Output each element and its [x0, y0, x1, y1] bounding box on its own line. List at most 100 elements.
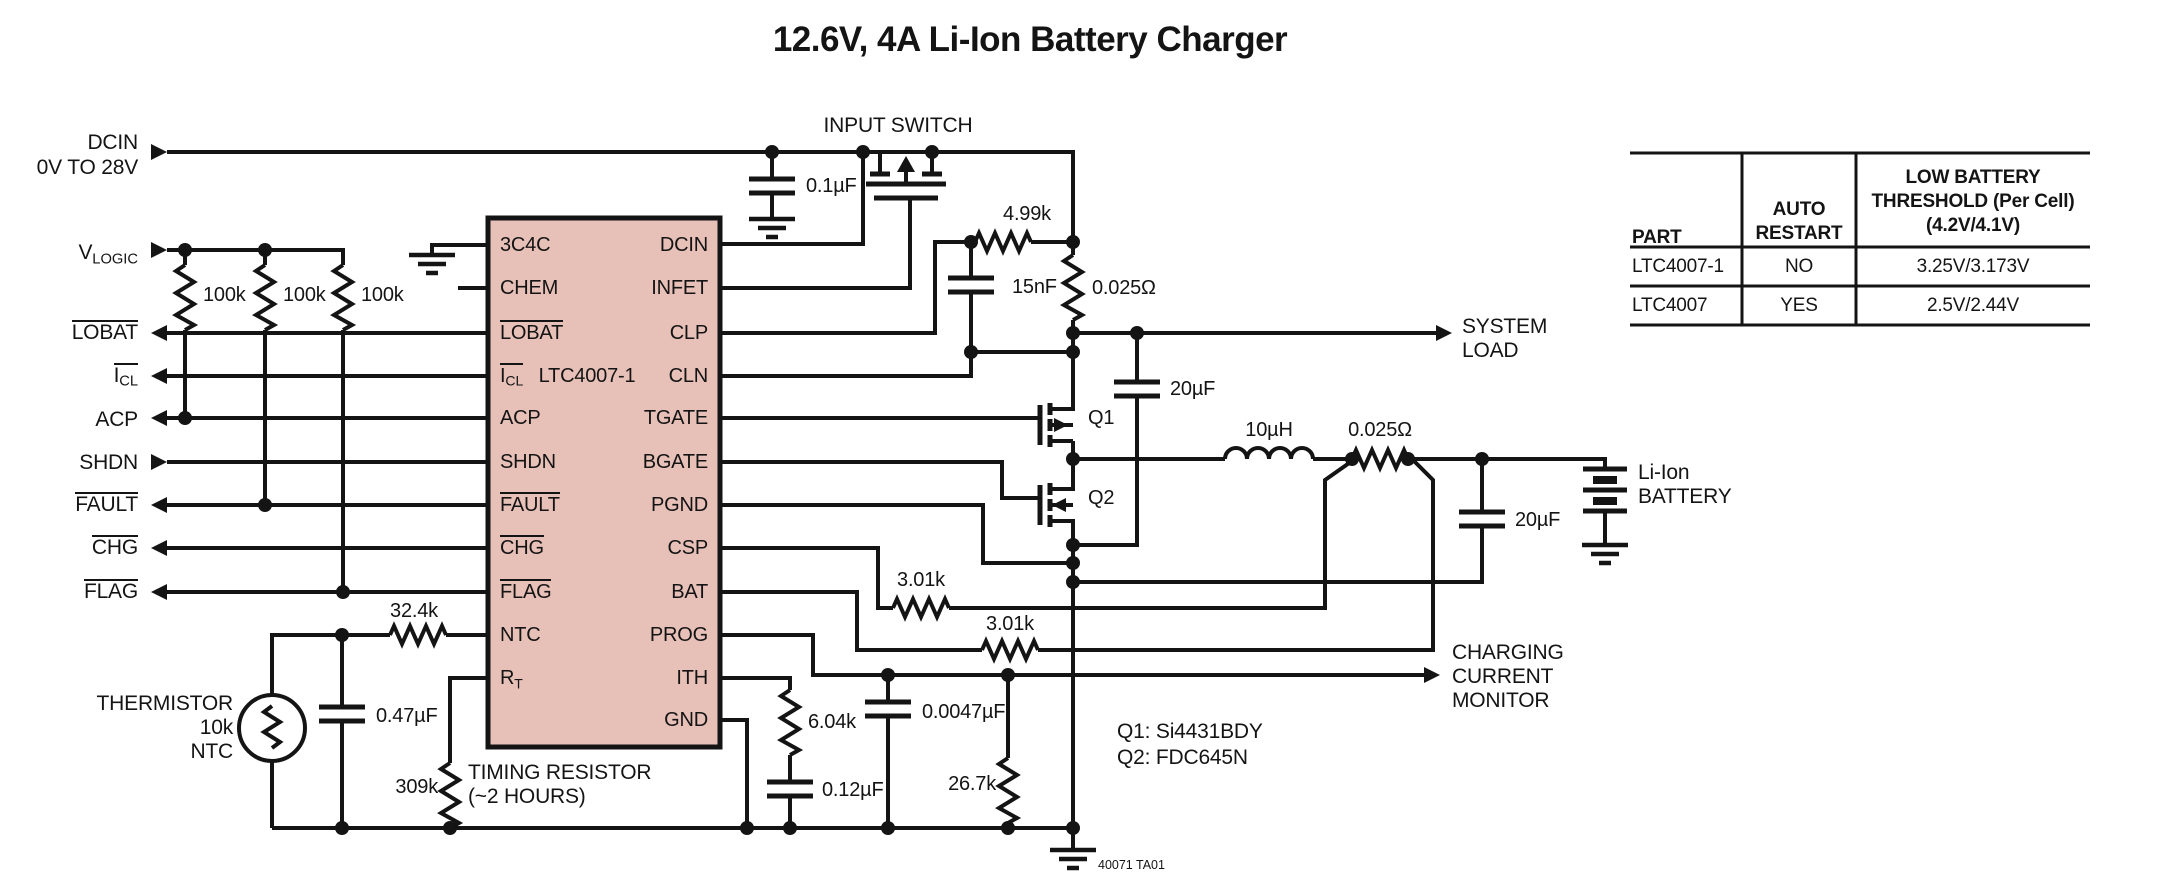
- ic-part-number: LTC4007-1: [538, 365, 636, 387]
- pin-csp: CSP: [667, 537, 708, 559]
- q1-mosfet: [720, 320, 1075, 447]
- pin-infet: INFET: [651, 277, 708, 299]
- pin-3c4c: 3C4C: [500, 234, 551, 256]
- battery-label-line1: Li-Ion: [1638, 461, 1690, 484]
- pin-icl: ICL: [500, 363, 524, 391]
- table-header-threshold-line2: THRESHOLD (Per Cell): [1871, 191, 2075, 212]
- pin-acp: ACP: [500, 407, 541, 429]
- q1-part-note: Q1: Si4431BDY: [1117, 720, 1263, 743]
- resistor-100k-1: [174, 263, 196, 332]
- capacitor-0p47uF-value: 0.47µF: [376, 705, 438, 727]
- charging-monitor-line2: CURRENT: [1452, 665, 1554, 688]
- pin-icl-base: I: [500, 365, 506, 387]
- battery-label-line2: BATTERY: [1638, 485, 1732, 508]
- terminal-icl: ICL: [0, 363, 138, 392]
- pin-clp: CLP: [669, 322, 709, 344]
- resistor-309k-value: 309k: [395, 776, 438, 798]
- dc-input-rail: [167, 150, 1075, 255]
- resistor-sense-output: [1350, 448, 1410, 470]
- pin-icl-sub: CL: [505, 372, 524, 389]
- capacitor-20uF-output: [1459, 512, 1505, 526]
- pin-ntc: NTC: [500, 624, 541, 646]
- ground-icon: [1050, 850, 1096, 868]
- resistor-4p99k: [973, 231, 1033, 253]
- ic-body: [485, 215, 723, 750]
- pin-cln: CLN: [668, 365, 709, 387]
- inductor-10uH: [1223, 446, 1315, 460]
- terminal-chg: CHG: [0, 535, 138, 560]
- q1-designator: Q1: [1088, 407, 1115, 429]
- icl-base: I: [113, 364, 120, 387]
- resistor-sense-input: [1062, 253, 1084, 322]
- capacitor-15nF-value: 15nF: [1012, 276, 1057, 298]
- charging-monitor-line1: CHARGING: [1452, 641, 1564, 664]
- ground-icon: [749, 219, 795, 237]
- arrow-right-icon: [151, 144, 167, 160]
- resistor-100k-2-value: 100k: [283, 284, 326, 306]
- terminal-acp: ACP: [95, 408, 138, 431]
- pin-ith: ITH: [676, 667, 708, 689]
- input-switch-mosfet: [720, 152, 946, 290]
- resistor-100k-2: [254, 263, 276, 332]
- pin-flag: FLAG: [500, 579, 552, 604]
- pin-rt-sub: T: [514, 675, 523, 692]
- capacitor-0p0047uF-value: 0.0047µF: [922, 701, 1006, 723]
- resistor-100k-3: [332, 263, 354, 332]
- pgnd-wire: [720, 503, 1073, 565]
- table-row2-threshold: 2.5V/2.44V: [1926, 295, 2020, 316]
- lobat-text: LOBAT: [71, 320, 138, 344]
- input-switch-label: INPUT SWITCH: [823, 114, 973, 137]
- ntc-network: [237, 624, 488, 828]
- inductor-10uH-value: 10µH: [1245, 419, 1293, 441]
- capacitor-20uF-system: [1114, 382, 1160, 396]
- system-load-line1: SYSTEM: [1462, 315, 1548, 338]
- resistor-32p4k: [388, 624, 448, 646]
- chem-3c4c-wires: [409, 243, 488, 290]
- resistor-100k-3-value: 100k: [361, 284, 404, 306]
- ith-network: [720, 676, 813, 828]
- table-header-auto-line2: RESTART: [1755, 223, 1843, 244]
- pin-flag-text: FLAG: [500, 579, 552, 603]
- resistor-32p4k-value: 32.4k: [390, 600, 438, 622]
- arrow-left-icon: [151, 540, 167, 556]
- resistor-3p01k-bat-value: 3.01k: [986, 613, 1034, 635]
- pin-fault-text: FAULT: [500, 492, 560, 516]
- pin-bgate: BGATE: [642, 451, 709, 473]
- timing-resistor-note-line1: TIMING RESISTOR: [468, 761, 652, 784]
- pin-lobat-text: LOBAT: [500, 320, 564, 344]
- mosfet-arrow-icon: [897, 156, 915, 172]
- resistor-sense-output-value: 0.025Ω: [1348, 419, 1412, 441]
- status-signal-wires: [167, 331, 488, 594]
- q2-part-note: Q2: FDC645N: [1117, 746, 1248, 769]
- pin-bat: BAT: [671, 581, 708, 603]
- pin-dcin: DCIN: [659, 234, 708, 256]
- capacitor-0p47uF: [319, 707, 365, 721]
- figure-id: 40071 TA01: [1098, 858, 1165, 872]
- capacitor-20uF-system-value: 20µF: [1170, 378, 1216, 400]
- ground-icon: [409, 255, 455, 273]
- table-header-threshold-line1: LOW BATTERY: [1905, 167, 2041, 188]
- q2-designator: Q2: [1088, 487, 1115, 509]
- output-power-path: [1073, 446, 1607, 584]
- timing-resistor-network: [439, 676, 488, 830]
- pin-pgnd: PGND: [651, 494, 708, 516]
- pin-tgate: TGATE: [643, 407, 708, 429]
- arrow-right-icon: [151, 454, 167, 470]
- pin-chg-text: CHG: [500, 535, 544, 559]
- table-header-auto-line1: AUTO: [1772, 199, 1826, 220]
- terminal-dcin-line2: 0V TO 28V: [36, 156, 139, 179]
- capacitor-0p1uF: [749, 179, 795, 193]
- thermistor-label-line1: THERMISTOR: [96, 692, 234, 715]
- capacitor-15nF: [948, 278, 994, 292]
- fault-text: FAULT: [75, 492, 138, 516]
- chg-text: CHG: [91, 535, 138, 559]
- table-row1-threshold: 3.25V/3.173V: [1916, 256, 2030, 277]
- table-header-threshold-line3: (4.2V/4.1V): [1926, 215, 2020, 236]
- clp-cln-network: [720, 231, 1073, 378]
- capacitor-0p12uF-value: 0.12µF: [822, 779, 884, 801]
- resistor-3p01k-csp-value: 3.01k: [897, 569, 945, 591]
- icl-text: ICL: [113, 363, 138, 392]
- table-row2-auto: YES: [1780, 295, 1818, 316]
